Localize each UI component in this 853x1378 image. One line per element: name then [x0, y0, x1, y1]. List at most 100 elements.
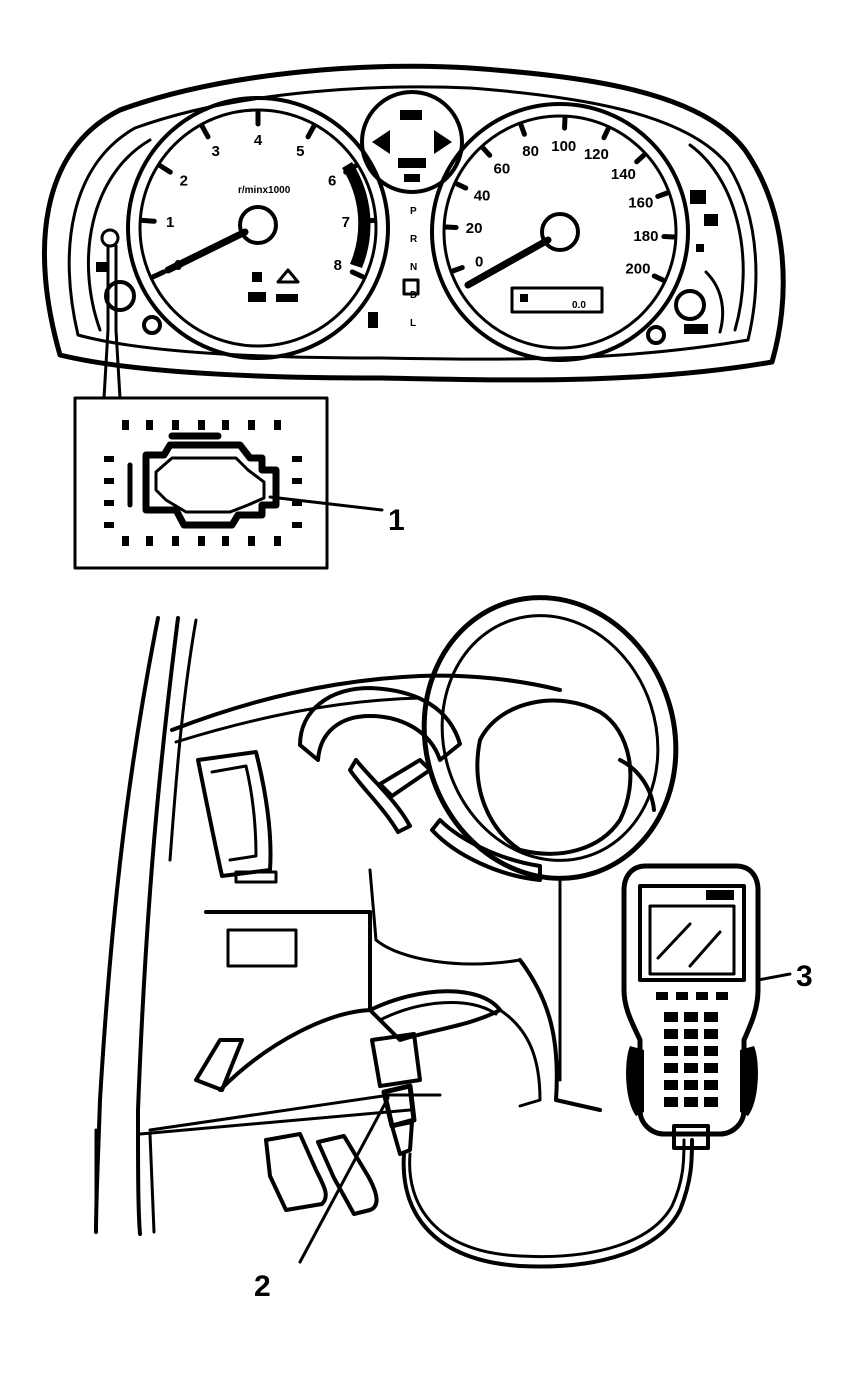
scan-tool-key	[716, 992, 728, 1000]
gauge-tick	[655, 190, 670, 199]
gauge-tick	[518, 122, 527, 137]
left-turn-arrow-icon	[372, 130, 390, 154]
odometer-reading: 0.0	[572, 300, 586, 311]
turn-signal-indicator	[360, 90, 464, 194]
left-lower-knob	[142, 315, 162, 335]
scan-tool: 3	[621, 863, 813, 1150]
gauge-scale-label: 80	[522, 143, 539, 160]
cluster-bezel-right	[688, 143, 745, 332]
right-side-lamp	[704, 214, 718, 226]
speedometer-face	[442, 114, 678, 350]
left-trip-knob	[104, 280, 136, 312]
mil-ray	[248, 536, 255, 546]
check-engine-icon	[142, 441, 280, 529]
gauge-scale-label: 140	[611, 166, 636, 183]
scan-tool-key	[664, 1012, 678, 1022]
gauge-scale-label: 120	[584, 146, 609, 163]
dash-kick-panel	[148, 1093, 442, 1132]
mil-ray	[104, 522, 114, 528]
gauge-scale-label: 3	[212, 143, 220, 160]
tachometer-needle	[164, 228, 249, 274]
scan-tool-screen	[648, 904, 736, 976]
callout-2-leader	[298, 1096, 390, 1264]
gauge-scale-label: 20	[466, 220, 483, 237]
dlc-plug-body	[381, 1083, 417, 1129]
scan-tool-key	[664, 1063, 678, 1073]
mil-ray	[292, 456, 302, 462]
callout-1-leader	[268, 495, 384, 512]
scan-tool-key	[664, 1097, 678, 1107]
scan-tool-key	[684, 1012, 698, 1022]
gauge-tick	[450, 265, 465, 274]
dashboard-top	[170, 673, 562, 732]
malfunction-indicator-lamp-detail: 1	[73, 396, 405, 570]
mil-detail-frame	[73, 396, 329, 570]
floor-edge	[138, 1108, 412, 1136]
mil-ray	[222, 420, 229, 430]
scan-tool-key	[704, 1012, 718, 1022]
gauge-tick	[199, 123, 211, 140]
gauge-tick	[634, 152, 647, 165]
screen-glare	[656, 922, 692, 960]
gauge-scale-label: 2	[180, 173, 188, 190]
mil-ray	[146, 536, 153, 546]
diagnostic-cable	[401, 1138, 694, 1269]
air-vent-left	[196, 750, 273, 878]
indicator-lamp	[404, 174, 420, 182]
gauge-scale-label: 100	[551, 138, 576, 155]
speedometer-needle	[464, 236, 552, 289]
scan-tool-key	[704, 1097, 718, 1107]
switch-panel	[226, 928, 298, 968]
gauge-tick	[480, 145, 493, 158]
gear-letter: N	[410, 262, 417, 273]
scan-tool-grip-left	[626, 1046, 644, 1116]
speedometer-outer-ring	[430, 102, 690, 362]
mil-ray	[104, 500, 114, 506]
knee-bolster-opening	[194, 1038, 244, 1092]
mil-ray	[122, 536, 129, 546]
cluster-bezel-left	[86, 138, 152, 332]
vent-slot	[234, 870, 278, 884]
brake-pedal	[264, 1132, 328, 1212]
scan-tool-key	[664, 1029, 678, 1039]
floor-line-2	[148, 1132, 156, 1234]
scan-tool-key	[684, 1080, 698, 1090]
tachometer-unit-label: r/minx1000	[238, 185, 291, 196]
mil-ray	[104, 478, 114, 484]
scan-tool-key	[704, 1029, 718, 1039]
fuel-gauge-arc	[704, 270, 725, 334]
steering-column	[348, 758, 412, 834]
mil-ray	[104, 456, 114, 462]
scan-tool-key	[704, 1063, 718, 1073]
oil-pressure-icon	[276, 268, 300, 284]
callout-1: 1	[388, 504, 405, 537]
speedometer-ticks	[443, 115, 677, 283]
scan-tool-key	[664, 1080, 678, 1090]
steering-wheel-rim-inner	[440, 614, 660, 862]
scan-tool-brand-badge	[706, 890, 734, 900]
mil-ray	[172, 420, 179, 430]
leader-line-cluster-2	[114, 244, 122, 400]
gauge-tick	[150, 269, 167, 280]
check-engine-lamp-position	[100, 228, 120, 248]
diagnostic-cable-inner	[408, 1138, 686, 1259]
scan-tool-key	[656, 992, 668, 1000]
mil-ray	[292, 522, 302, 528]
gauge-scale-label: 200	[625, 260, 650, 277]
tachometer-warning-lamps	[248, 268, 300, 302]
mil-ray	[274, 420, 281, 430]
left-side-lamp	[96, 262, 108, 272]
odometer-display	[510, 286, 604, 314]
mil-ray	[122, 420, 129, 430]
right-side-lamp	[684, 324, 708, 334]
scan-tool-key	[664, 1046, 678, 1056]
mil-ray	[198, 420, 205, 430]
gauge-scale-label: 8	[334, 257, 342, 274]
mil-ray	[146, 420, 153, 430]
gear-letter: L	[410, 318, 416, 329]
